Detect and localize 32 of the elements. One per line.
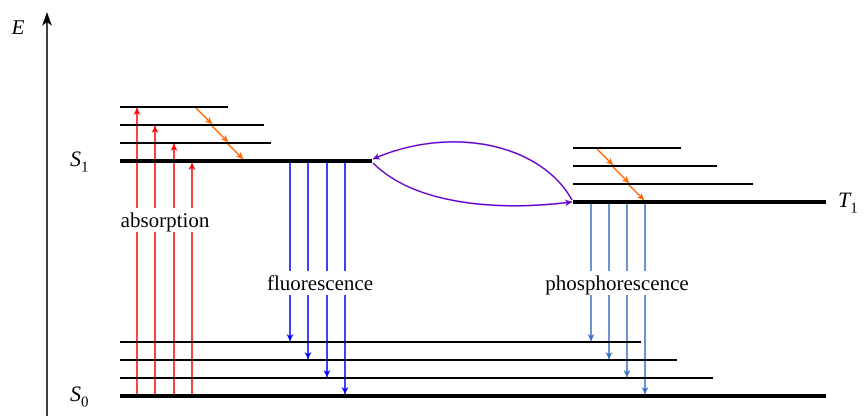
transition-arrow	[195, 107, 213, 125]
transition-arrow	[188, 163, 196, 394]
transition-arrow	[211, 125, 229, 143]
energy-level-line	[573, 165, 717, 167]
transition-arrow	[304, 163, 312, 359]
transition-arrow	[596, 148, 614, 166]
process-label: fluorescence	[264, 271, 376, 295]
transition-arrow	[170, 144, 178, 394]
state-label: T$_{1}$	[838, 188, 858, 218]
energy-level-line	[573, 183, 753, 185]
transition-arrow	[372, 162, 572, 206]
state-label: S$_{0}$	[70, 382, 88, 412]
transition-arrow	[628, 184, 645, 201]
transition-arrow	[324, 163, 330, 377]
energy-level-line	[120, 106, 228, 108]
transition-arrow	[612, 166, 630, 184]
transition-arrow	[134, 108, 140, 394]
state-label: S$_{1}$	[70, 147, 88, 178]
transition-arrow	[372, 141, 573, 200]
transition-arrow	[642, 204, 648, 394]
process-label: absorption	[118, 208, 212, 232]
energy-level-line	[573, 147, 681, 149]
energy-level-line	[120, 142, 271, 144]
energy-level-line	[120, 341, 641, 343]
transition-arrow	[152, 126, 158, 394]
transition-arrow	[342, 163, 348, 394]
transition-arrow	[227, 143, 244, 160]
energy-level-line	[120, 377, 713, 379]
energy-level-line	[120, 124, 264, 126]
axis-label: E	[10, 15, 26, 39]
process-label: phosphorescence	[543, 271, 691, 295]
energy-level-line	[120, 359, 677, 361]
